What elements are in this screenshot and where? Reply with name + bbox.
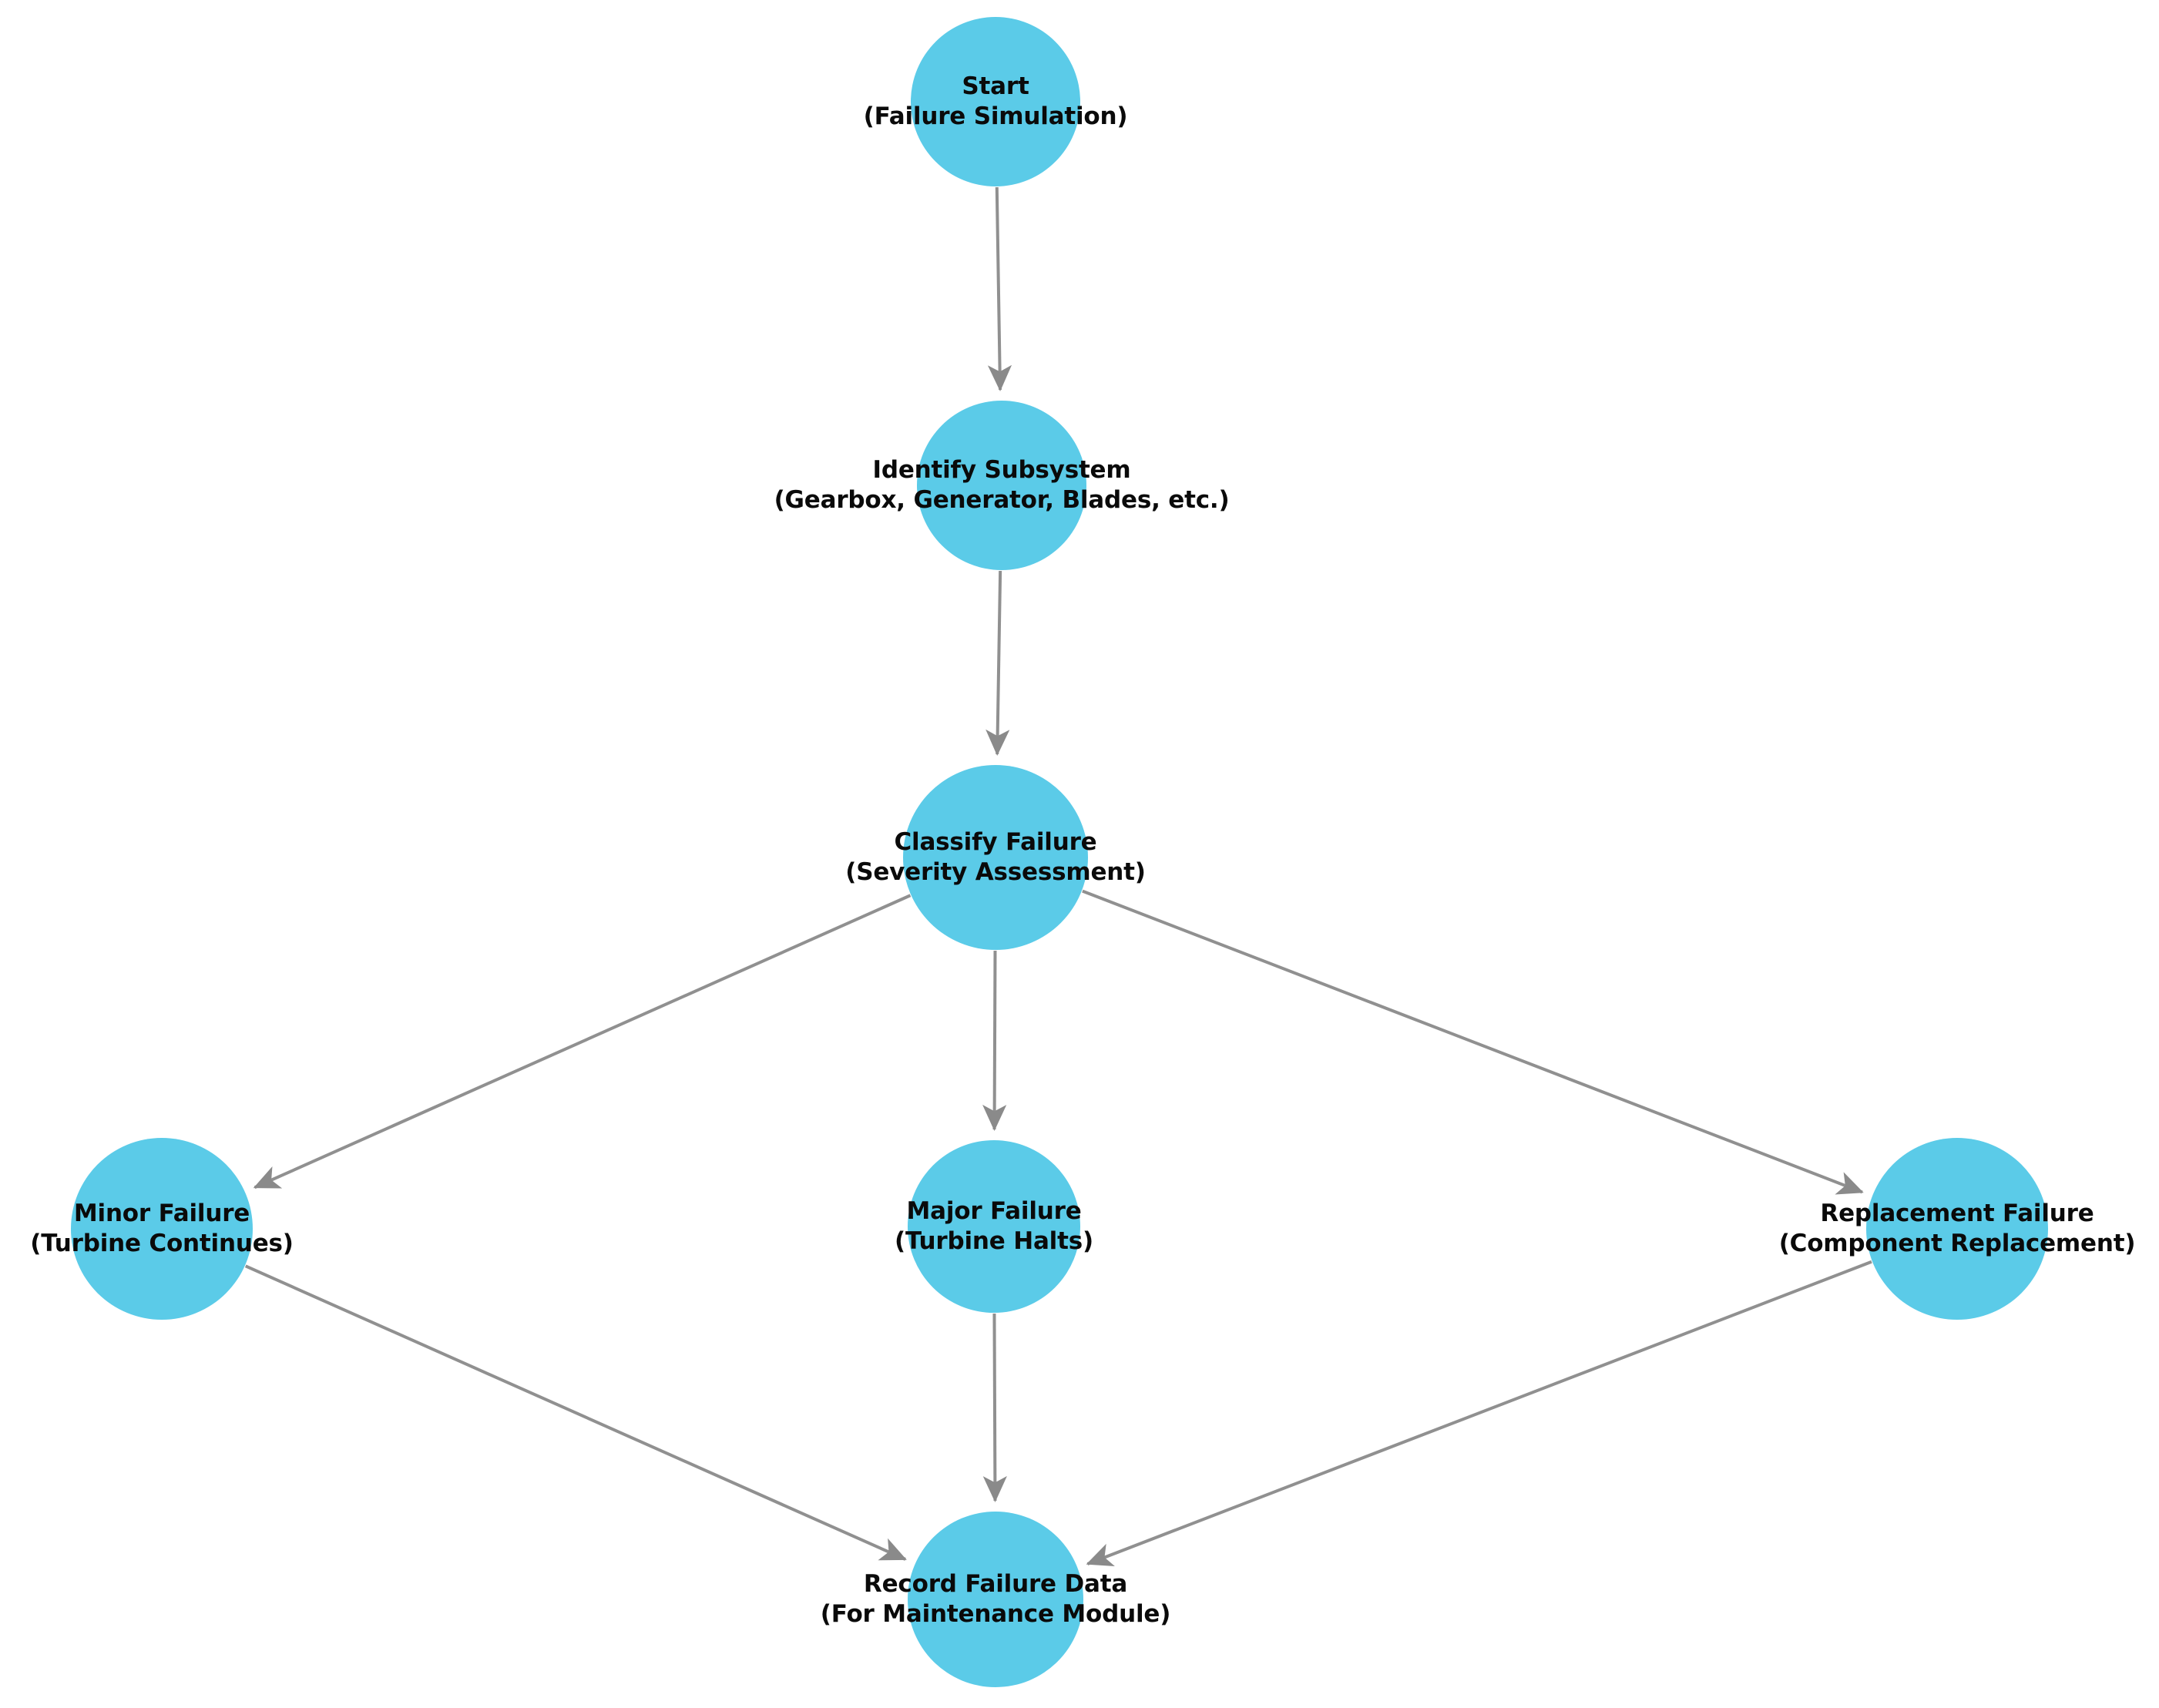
edge-classify-failure-to-minor-failure [253, 894, 912, 1190]
edge-paths [244, 186, 1872, 1567]
edge-start-to-identify-subsystem [987, 186, 1012, 392]
node-replacement-failure[interactable] [1866, 1138, 2048, 1320]
edge-replacement-failure-to-record-failure-data [1086, 1260, 1872, 1567]
edge-identify-subsystem-to-classify-failure [985, 570, 1010, 757]
node-major-failure[interactable] [908, 1140, 1080, 1313]
edge-major-failure-to-record-failure-data [982, 1313, 1007, 1503]
edge-minor-failure-to-record-failure-data [244, 1264, 907, 1561]
node-start[interactable] [911, 17, 1080, 186]
edge-classify-failure-to-major-failure [982, 950, 1007, 1132]
edge-classify-failure-to-replacement-failure [1082, 889, 1864, 1195]
node-identify-subsystem[interactable] [917, 401, 1086, 570]
node-minor-failure[interactable] [71, 1138, 253, 1320]
node-classify-failure[interactable] [903, 765, 1088, 950]
node-record-failure-data[interactable] [908, 1512, 1083, 1687]
